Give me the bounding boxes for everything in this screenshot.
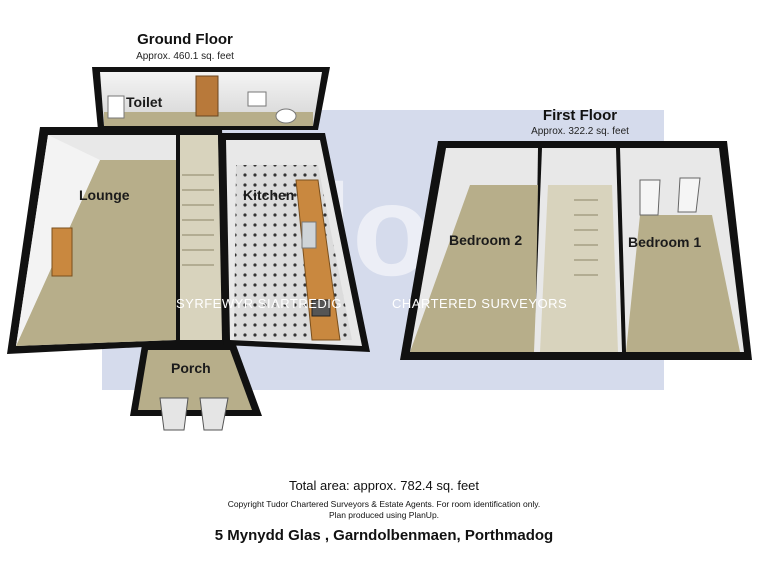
bedroom1-room <box>620 148 744 352</box>
toilet-icon <box>107 95 125 119</box>
door-icon <box>195 75 219 117</box>
ground-floor <box>7 67 370 431</box>
fireplace-icon <box>51 227 73 277</box>
hall-stairs <box>176 127 226 345</box>
room-label-bedroom2: Bedroom 2 <box>449 232 523 248</box>
room-label-porch: Porch <box>171 360 211 376</box>
bedroom2-room <box>410 148 538 352</box>
copyright-line: Copyright Tudor Chartered Surveyors & Es… <box>227 499 541 509</box>
lounge-room <box>7 127 182 354</box>
door-icon <box>199 397 229 431</box>
room-label-bedroom1: Bedroom 1 <box>628 234 702 250</box>
first-floor <box>400 141 752 360</box>
ground-floor-title: Ground Floor <box>137 31 233 48</box>
wardrobe-icon <box>639 179 661 216</box>
first-floor-title: First Floor <box>542 107 618 124</box>
toilet-room <box>92 67 330 130</box>
property-address: 5 Mynydd Glas , Garndolbenmaen, Porthmad… <box>214 527 554 544</box>
kitchen-room <box>218 133 370 352</box>
total-area: Total area: approx. 782.4 sq. feet <box>288 478 480 493</box>
sink-icon <box>301 221 317 249</box>
watermark-english-text: CHARTERED SURVEYORS <box>392 296 568 311</box>
door-icon <box>159 397 189 431</box>
basin-icon <box>247 91 267 107</box>
hob-icon <box>311 299 331 317</box>
room-label-kitchen: Kitchen <box>243 187 295 203</box>
room-label-lounge: Lounge <box>79 187 130 203</box>
copyright-notice: Copyright Tudor Chartered Surveyors & Es… <box>0 499 768 521</box>
watermark-welsh-text: SYRFEWYR SIARTREDIG <box>176 296 343 311</box>
porch-room <box>130 345 262 431</box>
landing-stairs <box>534 148 622 352</box>
toilet-icon <box>275 108 297 124</box>
copyright-line: Plan produced using PlanUp. <box>328 510 440 520</box>
wardrobe-icon <box>677 177 701 213</box>
first-floor-area: Approx. 322.2 sq. feet <box>531 126 629 137</box>
room-label-toilet: Toilet <box>126 94 163 110</box>
ground-floor-area: Approx. 460.1 sq. feet <box>136 51 234 62</box>
